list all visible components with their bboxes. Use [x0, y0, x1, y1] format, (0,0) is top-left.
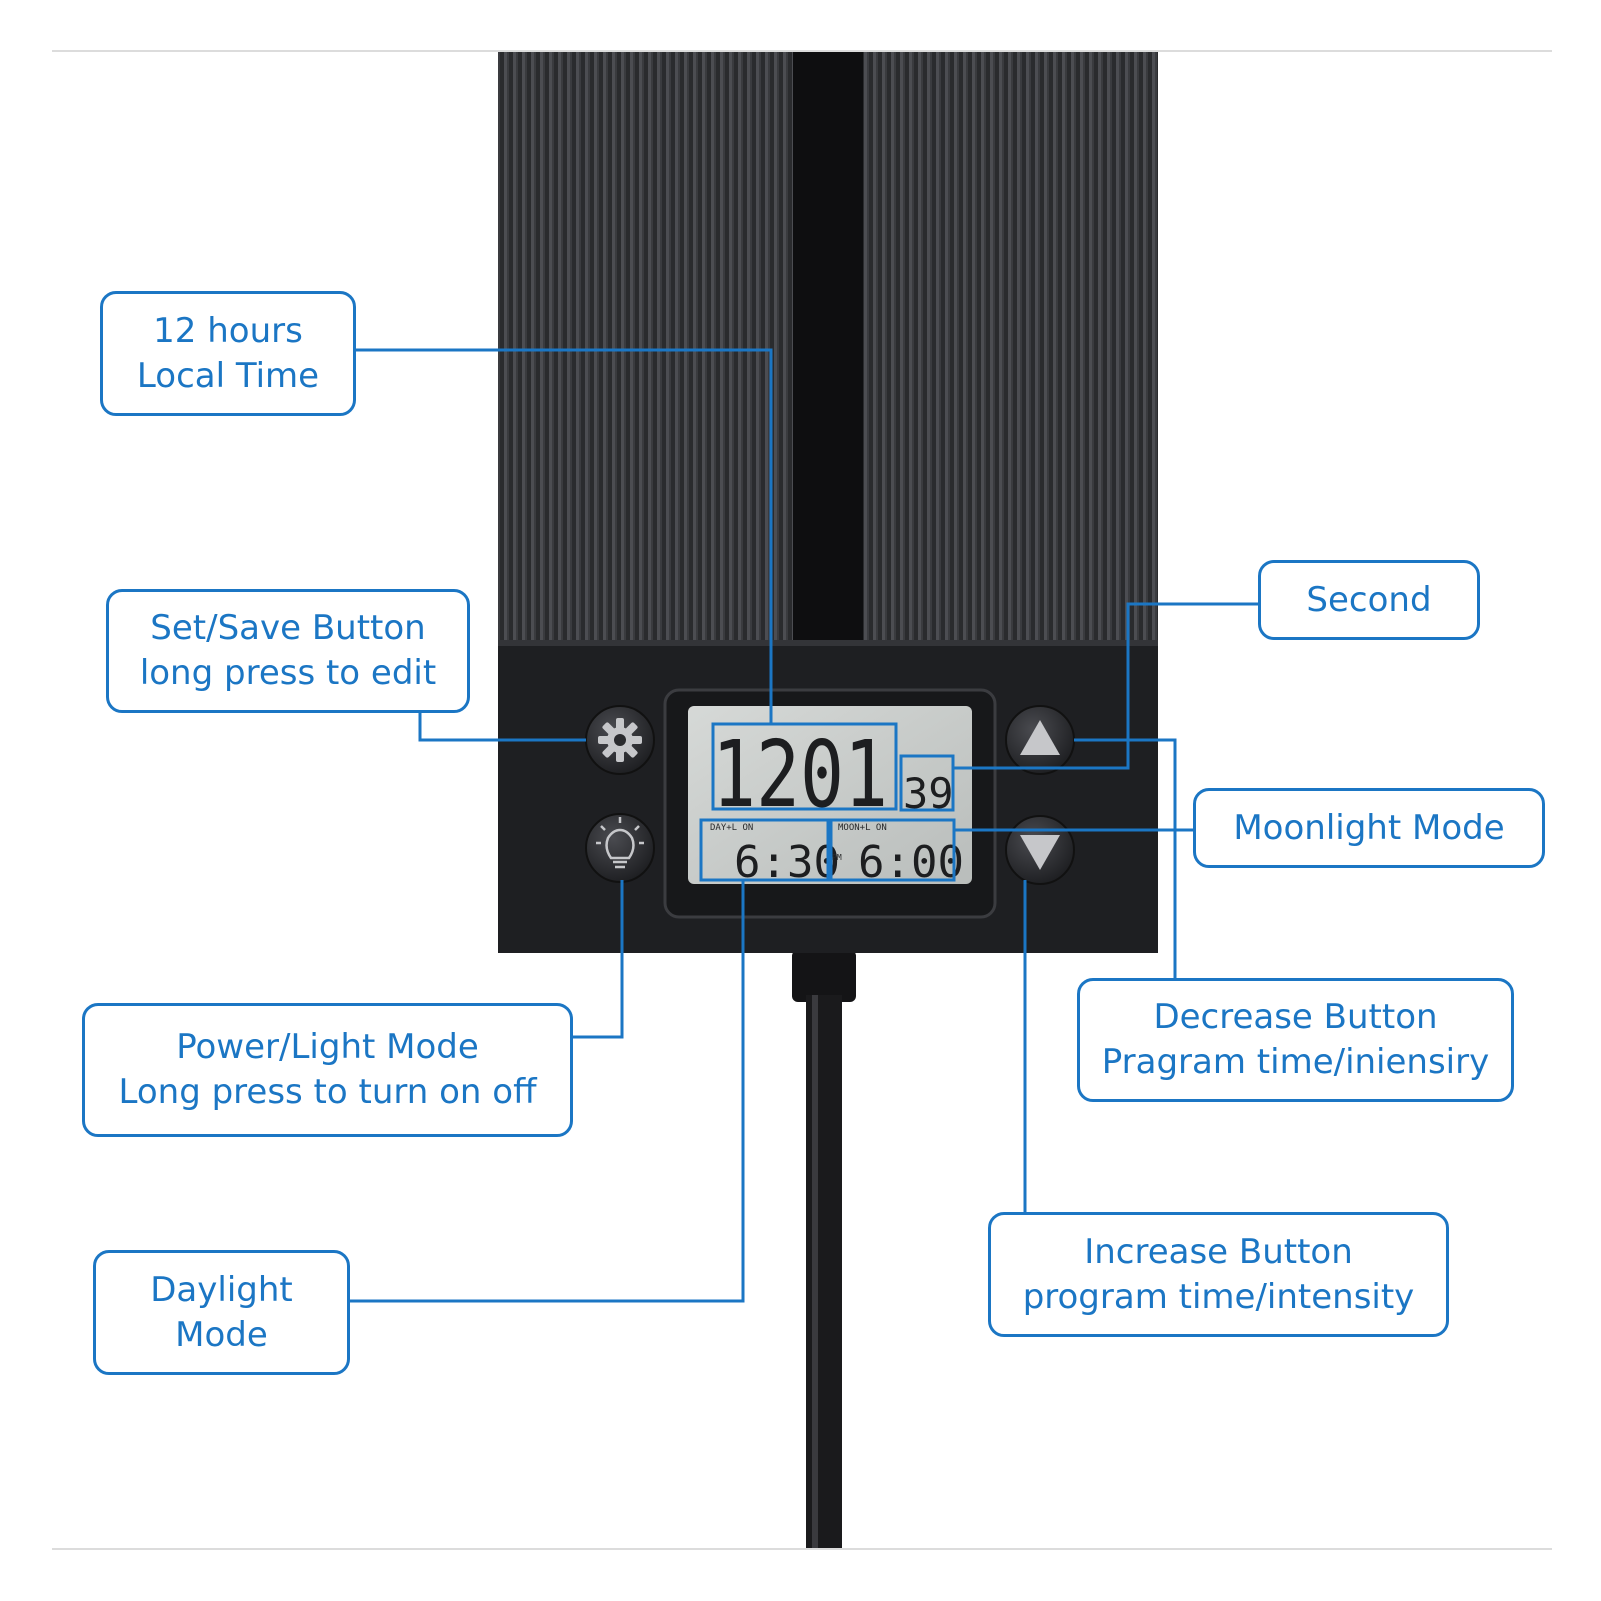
leader-daylight: [350, 880, 745, 1303]
leader-set-save: [418, 712, 586, 742]
power-button[interactable]: [585, 813, 655, 883]
lcd-pm-marker: PM: [832, 853, 842, 862]
lcd-main-time: 1201: [712, 721, 888, 828]
callout-decrease-line1: Decrease Button: [1153, 997, 1438, 1037]
callout-power-mode-line2: Long press to turn on off: [118, 1072, 537, 1112]
leader-decrease: [1074, 738, 1177, 978]
top-divider: [52, 50, 1552, 52]
lcd-screen: [688, 706, 972, 884]
highlight-main-time: [711, 722, 898, 811]
bottom-divider: [52, 1548, 1552, 1550]
heatsink-center-channel: [793, 52, 863, 644]
callout-increase-line1: Increase Button: [1084, 1231, 1353, 1272]
callout-daylight-line2: Mode: [175, 1314, 268, 1355]
lcd-day-label: DAY+L ON: [710, 823, 753, 833]
increase-button[interactable]: [1005, 705, 1075, 775]
callout-local-time-line1: 12 hours: [153, 310, 303, 351]
leader-power-mode: [572, 880, 624, 1039]
decrease-button[interactable]: [1005, 815, 1075, 885]
triangle-down-icon: [1020, 835, 1060, 870]
callout-local-time: 12 hours Local Time: [100, 291, 356, 416]
callout-power-mode: Power/Light Mode Long press to turn on o…: [82, 1003, 573, 1137]
callout-moonlight-line1: Moonlight Mode: [1233, 807, 1505, 848]
triangle-up-icon: [1020, 720, 1060, 755]
callout-local-time-line2: Local Time: [136, 355, 320, 396]
set-button[interactable]: [585, 705, 655, 775]
leader-lines: [350, 348, 1258, 1303]
highlight-moonlight: [829, 818, 956, 882]
leader-local-time: [355, 348, 773, 724]
callout-decrease: Decrease Button Pragram time/iniensiry: [1077, 978, 1514, 1102]
callout-second: Second: [1258, 560, 1480, 640]
lightbulb-icon: [596, 817, 644, 869]
callout-set-save-line1: Set/Save Button: [150, 608, 426, 648]
callout-daylight: Daylight Mode: [93, 1250, 350, 1375]
callout-power-mode-line1: Power/Light Mode: [176, 1027, 479, 1067]
cable-strain-relief: [792, 950, 856, 1002]
highlight-daylight: [699, 818, 830, 882]
callout-increase-line2: program time/intensity: [1022, 1276, 1415, 1317]
power-cable: [806, 995, 842, 1548]
leader-second: [953, 602, 1258, 770]
callout-moonlight: Moonlight Mode: [1193, 788, 1545, 868]
callout-decrease-line2: Pragram time/iniensiry: [1101, 1042, 1490, 1082]
highlight-seconds: [899, 754, 955, 812]
callout-set-save-line2: long press to edit: [139, 653, 437, 693]
callout-increase: Increase Button program time/intensity: [988, 1212, 1449, 1337]
callout-set-save: Set/Save Button long press to edit: [106, 589, 470, 713]
callout-second-line1: Second: [1306, 579, 1432, 620]
gear-icon: [598, 718, 642, 762]
lcd-moon-label: MOON+L ON: [838, 823, 887, 833]
callout-daylight-line1: Daylight: [150, 1269, 293, 1310]
